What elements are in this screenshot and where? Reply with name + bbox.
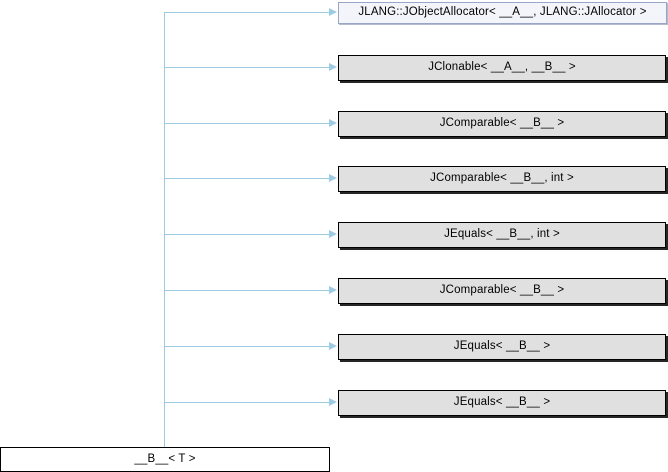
edge-arrowhead xyxy=(329,174,337,182)
edge-arrowhead xyxy=(329,119,337,127)
class-node-base-7[interactable]: JEquals< __B__ > xyxy=(338,390,666,416)
edge-arrowhead xyxy=(329,8,337,16)
class-node-base-1[interactable]: JClonable< __A__, __B__ > xyxy=(338,55,666,81)
class-node-base-2[interactable]: JComparable< __B__ > xyxy=(338,111,666,137)
edge-arrowhead xyxy=(329,286,337,294)
class-node-base-4[interactable]: JEquals< __B__, int > xyxy=(338,222,666,248)
edge-arrowhead xyxy=(329,230,337,238)
edge-arrowhead xyxy=(329,63,337,71)
class-node-base-6[interactable]: JEquals< __B__ > xyxy=(338,334,666,360)
class-node-base-5[interactable]: JComparable< __B__ > xyxy=(338,278,666,304)
class-node-base-3[interactable]: JComparable< __B__, int > xyxy=(338,166,666,192)
edge-arrowhead xyxy=(329,398,337,406)
edge-arrowhead xyxy=(329,342,337,350)
class-node-base-0[interactable]: JLANG::JObjectAllocator< __A__, JLANG::J… xyxy=(338,2,667,24)
class-node-root[interactable]: __B__< T > xyxy=(0,447,330,472)
